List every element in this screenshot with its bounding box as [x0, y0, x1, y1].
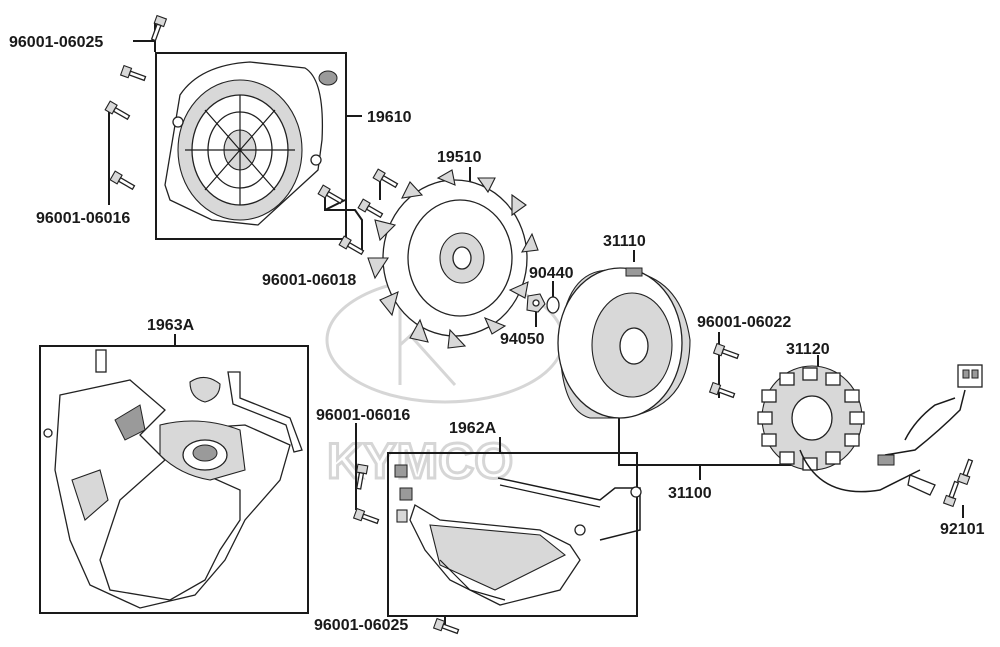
lower-shroud-part: [394, 464, 642, 606]
clip-icon: [95, 349, 107, 373]
clip-icon: [394, 464, 408, 478]
callout-shroud: 1963A: [147, 317, 195, 334]
bolt-icon: [119, 64, 147, 82]
grommet-icon: [630, 486, 642, 498]
clip-icon: [399, 487, 413, 501]
callout-bolt-right: 92101: [940, 521, 985, 538]
callout-washer: 90440: [529, 265, 574, 282]
callout-bolt-middle: 96001-06016: [316, 407, 410, 424]
callout-bolt-top: 96001-06025: [9, 34, 103, 51]
bolt-icon: [104, 100, 131, 121]
callout-fan: 19510: [437, 149, 482, 166]
bolt-icon: [150, 14, 168, 42]
washer-icon: [546, 296, 560, 314]
bolt-icon: [357, 198, 384, 219]
seal-icon: [189, 376, 221, 403]
lower-shroud-box: [387, 452, 638, 617]
grommet-icon: [318, 70, 338, 86]
ground-terminal-icon: [907, 474, 936, 496]
bolt-icon: [372, 168, 399, 189]
bolt-icon: [352, 507, 380, 525]
clip-icon: [877, 454, 895, 466]
bolt-icon: [109, 170, 136, 191]
bolt-icon: [317, 184, 344, 205]
bolt-icon: [942, 480, 960, 508]
nut-icon: [526, 293, 546, 313]
bracket-icon: [227, 371, 303, 453]
kymco-watermark: KYMCO: [325, 276, 565, 491]
grommet-icon: [43, 428, 53, 438]
bolt-icon: [338, 235, 365, 256]
callout-lower-shroud: 1962A: [449, 420, 497, 437]
callout-flywheel: 31110: [603, 233, 646, 250]
flywheel-part: [557, 267, 691, 419]
callout-labels: 96001-06025 19610 96001-06016 19510 9600…: [9, 34, 985, 634]
bolt-icon: [956, 458, 974, 486]
callout-bolt-left: 96001-06016: [36, 210, 130, 227]
cooling-fan-part: [367, 169, 539, 349]
bolt-icon: [712, 342, 740, 360]
engine-shroud-part: [43, 349, 303, 609]
bolt-icon: [432, 617, 460, 635]
callout-stator: 31120: [786, 341, 830, 358]
callout-generator: 31100: [668, 485, 712, 502]
callout-bolt-stator: 96001-06022: [697, 314, 791, 331]
stator-part: [757, 364, 983, 496]
flywheel-key-icon: [625, 267, 643, 277]
bolt-group: [104, 14, 974, 635]
fan-cover-part: [164, 61, 338, 226]
callout-bolt-bottom: 96001-06025: [314, 617, 408, 634]
watermark-brand-text: KYMCO: [327, 433, 513, 489]
callout-nut: 94050: [500, 331, 545, 348]
clip-icon: [396, 509, 408, 523]
bolt-icon: [708, 381, 736, 399]
callout-bolt-fan: 96001-06018: [262, 272, 356, 289]
fan-cover-box: [155, 52, 347, 240]
bolt-icon: [355, 463, 369, 490]
callout-fan-cover: 19610: [367, 109, 412, 126]
